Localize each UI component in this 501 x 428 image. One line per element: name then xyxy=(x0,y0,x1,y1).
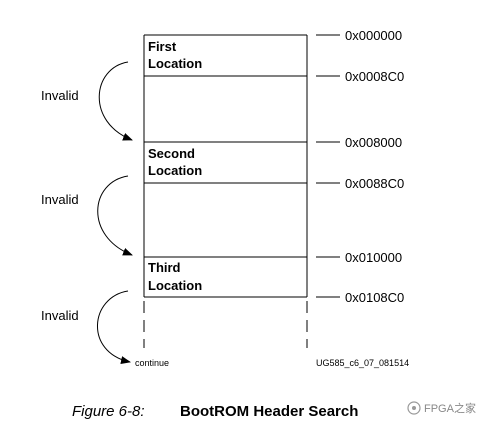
location-1-line2: Location xyxy=(148,56,202,71)
watermark-icon xyxy=(407,401,421,415)
location-2-line2: Location xyxy=(148,163,202,178)
address-label-0: 0x000000 xyxy=(345,28,402,43)
skip-arrows xyxy=(97,61,133,364)
invalid-label-3: Invalid xyxy=(41,308,79,323)
skip-arrow-1 xyxy=(98,61,133,141)
location-3-line2: Location xyxy=(148,278,202,293)
watermark: FPGA之家 xyxy=(407,401,476,415)
address-label-4: 0x010000 xyxy=(345,250,402,265)
address-ticks xyxy=(316,34,340,298)
address-label-2: 0x008000 xyxy=(345,135,402,150)
location-1-line1: First xyxy=(148,39,177,54)
watermark-icon-dot xyxy=(412,406,416,410)
caption-title: BootROM Header Search xyxy=(180,403,358,420)
skip-arrow-2 xyxy=(97,175,133,256)
figure-id: UG585_c6_07_081514 xyxy=(316,358,409,368)
watermark-text: FPGA之家 xyxy=(424,401,476,415)
invalid-label-1: Invalid xyxy=(41,88,79,103)
location-2-line1: Second xyxy=(148,146,195,161)
invalid-label-2: Invalid xyxy=(41,192,79,207)
caption-number: Figure 6-8: xyxy=(72,403,145,420)
continue-label: continue xyxy=(135,358,169,368)
address-label-1: 0x0008C0 xyxy=(345,69,404,84)
address-label-5: 0x0108C0 xyxy=(345,290,404,305)
skip-arrow-3 xyxy=(97,290,131,364)
address-label-3: 0x0088C0 xyxy=(345,176,404,191)
location-3-line1: Third xyxy=(148,260,181,275)
memory-column xyxy=(143,34,308,348)
